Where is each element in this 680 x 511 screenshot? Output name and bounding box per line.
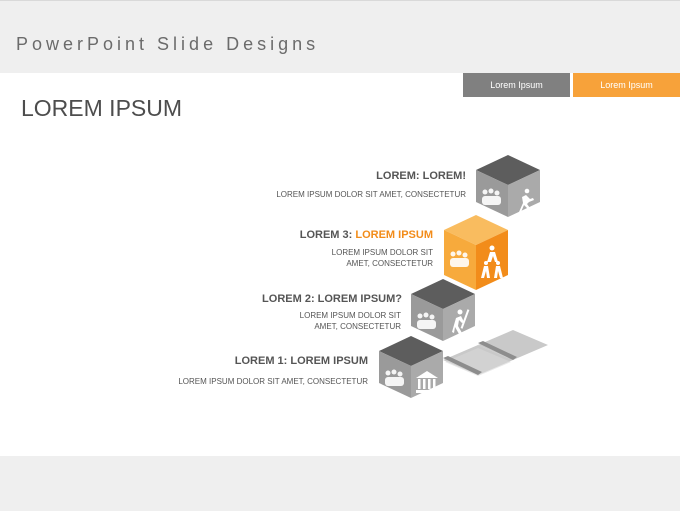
step-4-desc: LOREM IPSUM DOLOR SIT AMET, CONSECTETUR: [276, 190, 466, 199]
team-lift-icon: [481, 245, 503, 278]
step-3-title: LOREM 3: LOREM IPSUM: [299, 229, 433, 241]
cube-step-1: [379, 336, 443, 398]
tab-lorem-ipsum-gray[interactable]: Lorem Ipsum: [463, 73, 570, 97]
group-icon: [417, 312, 436, 329]
climber-icon: [452, 309, 470, 334]
step-1-title: LOREM 1: LOREM IPSUM: [234, 355, 368, 367]
step-1-desc: LOREM IPSUM DOLOR SIT AMET, CONSECTETUR: [178, 377, 368, 386]
bank-icon: [416, 371, 438, 393]
group-icon: [385, 369, 404, 386]
step-2-title: LOREM 2: LOREM IPSUM?: [262, 293, 402, 305]
cube-step-3: [444, 215, 508, 290]
tab-lorem-ipsum-orange[interactable]: Lorem Ipsum: [573, 73, 680, 97]
runner-icon: [519, 188, 534, 212]
group-icon: [482, 188, 501, 205]
footer-band: [0, 456, 680, 511]
header-band: [0, 0, 680, 73]
cube-step-2: [411, 279, 475, 341]
slide-title: LOREM IPSUM: [21, 95, 183, 121]
group-icon: [450, 250, 469, 267]
floor-tiles: [443, 330, 548, 376]
deck-title: PowerPoint Slide Designs: [16, 34, 320, 54]
step-4-title: LOREM: LOREM!: [376, 170, 466, 182]
step-3-title-accent: LOREM IPSUM: [355, 229, 433, 241]
cube-step-4: [476, 155, 540, 217]
